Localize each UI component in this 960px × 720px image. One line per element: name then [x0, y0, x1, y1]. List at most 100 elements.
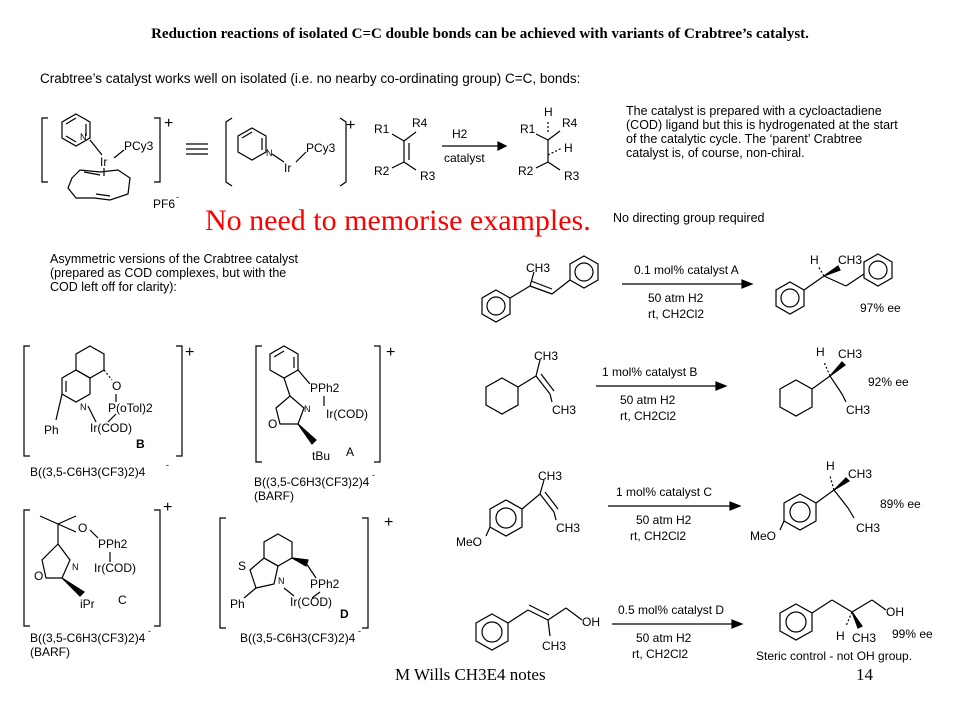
arrow-h2: H2 — [452, 127, 468, 141]
bond — [551, 279, 571, 295]
cod-note-line: of the catalytic cycle. The ‘parent’ Cra… — [626, 132, 863, 146]
reaction-1-pressure: 50 atm H2 — [648, 291, 704, 305]
bond — [283, 587, 295, 597]
bond — [273, 350, 285, 358]
double-bond — [544, 491, 559, 510]
reaction-2-catalyst: 1 mol% catalyst B — [602, 365, 697, 379]
ch3-label: CH3 — [534, 349, 558, 363]
bracket-left — [255, 345, 262, 463]
n-label: N — [278, 576, 285, 586]
bond — [89, 139, 103, 156]
bond — [811, 599, 833, 614]
ch3-label: CH3 — [856, 521, 880, 535]
cyclohexane-ring — [485, 377, 519, 415]
bracket-right — [154, 509, 161, 627]
bond — [283, 377, 291, 397]
bond — [535, 161, 549, 169]
aromatic-circle — [868, 260, 888, 280]
catalyst-b: + N Ph O P(oTol)2 Ir(COD) B B((3,5-C6H3(… — [23, 344, 194, 479]
bond — [271, 153, 285, 163]
reaction-3-pressure: 50 atm H2 — [636, 513, 692, 527]
catalyst-a-letter: A — [346, 445, 354, 459]
catalyst-d-letter: D — [340, 607, 349, 621]
arrowhead — [741, 279, 754, 289]
benzene-ring — [863, 253, 893, 287]
r2-label: R2 — [374, 164, 390, 178]
bond — [823, 361, 831, 377]
cod-note-line: catalyst is, of course, non-chiral. — [626, 146, 805, 160]
asym-note: Asymmetric versions of the Crabtree cata… — [50, 252, 298, 294]
bond — [243, 587, 257, 599]
bond — [403, 161, 417, 171]
counterion: B((3,5-C6H3(CF3)2)4 — [254, 475, 370, 489]
bond — [829, 475, 835, 491]
reaction-1-solvent: rt, CH2Cl2 — [648, 307, 704, 321]
bond — [833, 489, 849, 509]
benzene-ring — [475, 613, 509, 651]
reaction-2-ee: 92% ee — [868, 375, 909, 389]
aromatic-circle — [789, 501, 811, 523]
bond — [565, 607, 583, 621]
ch3-label: CH3 — [526, 261, 550, 275]
bond — [547, 607, 567, 621]
bond — [847, 507, 855, 519]
oxazoline-ring — [275, 395, 305, 425]
n-label: N — [80, 402, 87, 412]
bond — [89, 529, 99, 539]
benzene-ring — [779, 603, 813, 641]
ir-label: Ir(COD) — [94, 561, 136, 575]
ir-label: Ir(COD) — [290, 595, 332, 609]
bond — [547, 130, 561, 141]
reaction-1-catalyst: 0.1 mol% catalyst A — [634, 263, 739, 277]
bracket-right — [339, 117, 347, 187]
arrowhead — [497, 141, 508, 151]
arrowhead — [731, 619, 744, 629]
bond — [521, 493, 541, 510]
benzene-ring — [569, 255, 599, 289]
bond — [509, 285, 531, 299]
bond — [65, 117, 77, 125]
bracket-left — [23, 345, 30, 457]
footer-author: M Wills CH3E4 notes — [395, 665, 546, 684]
n-label: N — [72, 562, 79, 572]
barf-label: (BARF) — [254, 489, 294, 503]
p-label: PPh2 — [310, 381, 340, 395]
meo-label: MeO — [750, 529, 776, 543]
bond — [803, 275, 825, 291]
thiazole-ring — [249, 557, 279, 589]
bond — [55, 393, 63, 421]
counterion: B((3,5-C6H3(CF3)2)4 — [240, 631, 356, 645]
iridium-label: Ir — [100, 155, 107, 169]
arrowhead — [729, 501, 742, 511]
s-label: S — [238, 559, 246, 573]
cod-note-line: (COD) ligand but this is hydrogenated at… — [626, 118, 898, 132]
ir-label: Ir(COD) — [326, 407, 368, 421]
bond — [817, 265, 825, 277]
aromatic-circle — [495, 507, 517, 529]
reaction-4-pressure: 50 atm H2 — [636, 631, 692, 645]
pf6-charge: - — [176, 192, 179, 202]
reaction-1: CH3 0.1 mol% catalyst A 50 atm H2 rt, CH… — [481, 253, 901, 323]
double-bond — [535, 375, 551, 395]
counterion: B((3,5-C6H3(CF3)2)4 — [30, 631, 146, 645]
bond — [113, 149, 125, 159]
bond — [823, 275, 847, 287]
reaction-2-solvent: rt, CH2Cl2 — [620, 409, 676, 423]
bracket-left — [23, 509, 30, 627]
pyridine-ring — [61, 113, 91, 147]
pcy3-label: PCy3 — [306, 141, 336, 155]
bond — [57, 523, 77, 533]
pyridine-n: N — [266, 148, 273, 158]
bond — [779, 520, 785, 531]
wedge-bond — [829, 361, 846, 377]
charge-plus: + — [163, 499, 172, 516]
asym-note-line: (prepared as COD complexes, but with the — [50, 266, 287, 280]
intro-text: Crabtree’s catalyst works well on isolat… — [40, 71, 581, 86]
ph-label: Ph — [44, 423, 59, 437]
reaction-1-ee: 97% ee — [860, 301, 901, 315]
r1-label: R1 — [374, 122, 390, 136]
wedge-bond — [297, 423, 317, 445]
bond — [831, 599, 853, 613]
bond — [553, 511, 557, 521]
h-label: H — [826, 459, 835, 473]
